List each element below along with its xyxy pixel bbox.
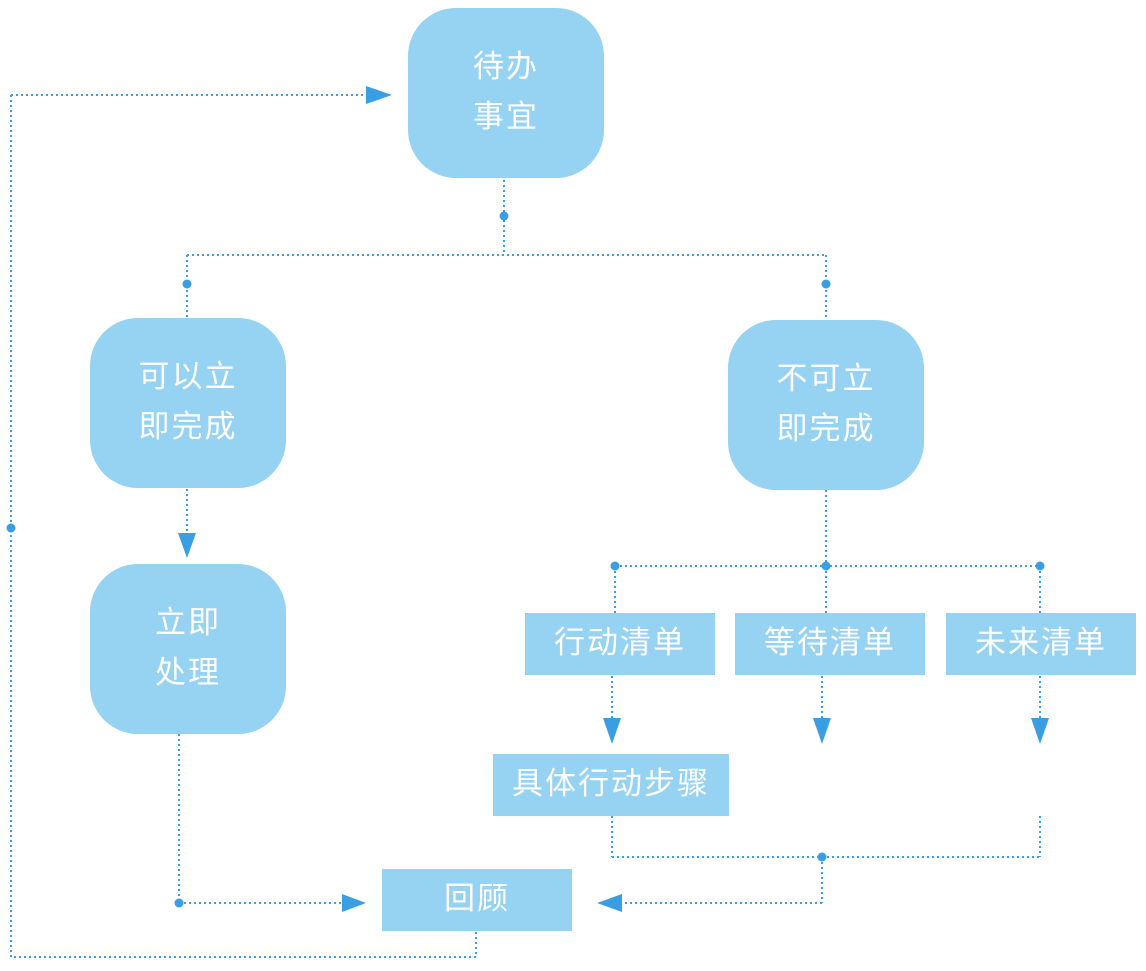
node-action-steps-label: 具体行动步骤 — [512, 766, 710, 803]
node-future-list: 未来清单 — [946, 613, 1136, 675]
arrowhead — [366, 86, 392, 104]
node-can-finish-now: 可以立 即完成 — [90, 318, 286, 488]
node-cannot-finish-now-line1: 不可立 — [776, 361, 876, 398]
node-waiting-list-label: 等待清单 — [764, 625, 896, 662]
node-cannot-finish-now: 不可立 即完成 — [728, 320, 924, 490]
node-action-steps: 具体行动步骤 — [493, 754, 729, 816]
node-action-list-label: 行动清单 — [554, 625, 686, 662]
arrowhead — [597, 894, 622, 912]
node-waiting-list: 等待清单 — [735, 613, 925, 675]
arrowhead — [603, 718, 621, 744]
junction-dot — [499, 211, 509, 221]
junction-dot — [174, 898, 184, 908]
arrowhead — [1031, 718, 1049, 744]
node-cannot-finish-now-line2: 即完成 — [776, 411, 876, 447]
node-review: 回顾 — [382, 869, 572, 931]
node-do-now-line2: 处理 — [155, 655, 221, 691]
node-do-now-line1: 立即 — [155, 605, 221, 642]
junction-dot — [817, 852, 827, 862]
node-todo-line2: 事宜 — [473, 99, 539, 135]
node-do-now: 立即 处理 — [90, 564, 286, 734]
node-todo: 待办 事宜 — [408, 8, 604, 178]
arrowhead — [178, 533, 196, 558]
arrowhead — [342, 894, 366, 912]
junction-dot — [821, 279, 831, 289]
node-can-finish-now-line2: 即完成 — [138, 409, 238, 445]
junction-dot — [182, 279, 192, 289]
arrowhead — [813, 718, 831, 744]
node-can-finish-now-line1: 可以立 — [138, 359, 238, 396]
junction-dot — [821, 561, 831, 571]
junction-dot — [610, 561, 620, 571]
node-future-list-label: 未来清单 — [975, 625, 1107, 662]
junction-dot — [6, 523, 16, 533]
junction-dot — [1035, 561, 1045, 571]
node-action-list: 行动清单 — [525, 613, 715, 675]
node-todo-line1: 待办 — [473, 49, 539, 86]
node-review-label: 回顾 — [444, 881, 510, 918]
